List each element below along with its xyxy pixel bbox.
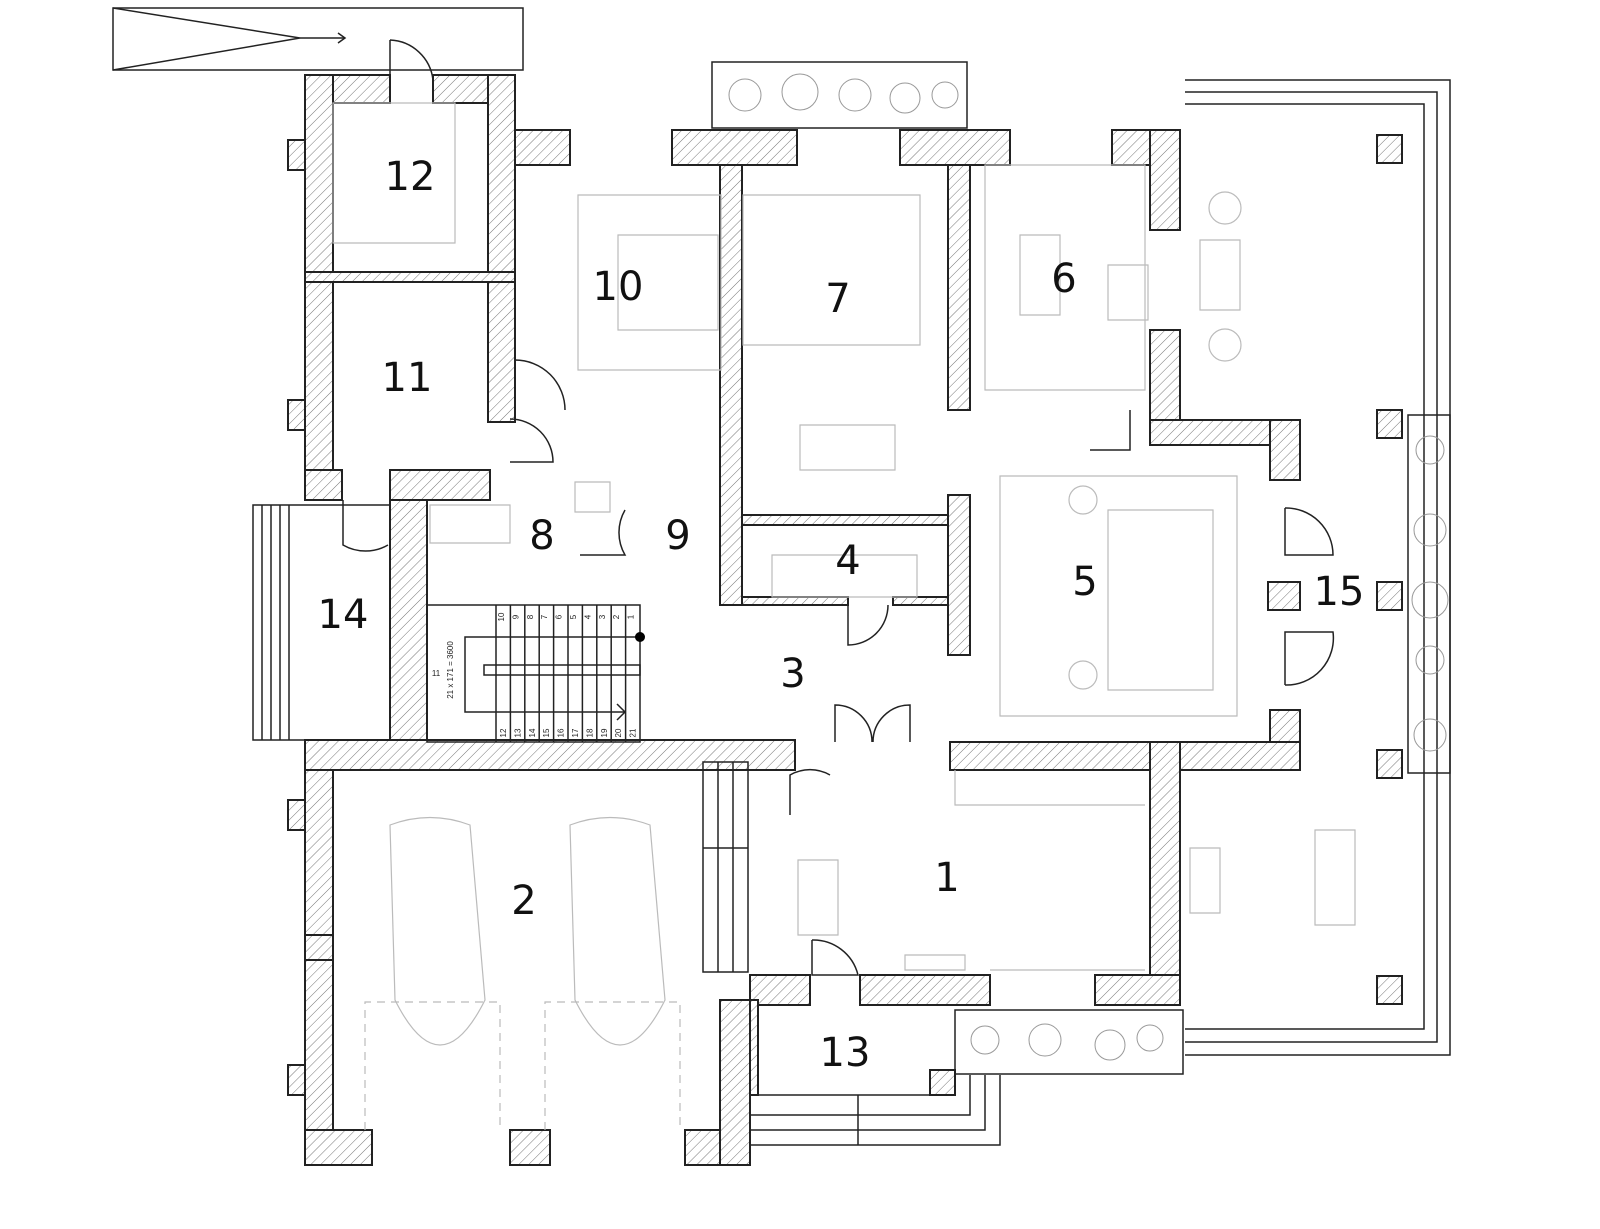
room-label-3: 3 [780,651,805,697]
stair-step-number: 15 [542,728,551,737]
stair-step-number: 17 [571,728,580,737]
room-label-11: 11 [382,355,433,401]
wall-segment [949,741,1301,771]
stair-step-number: 3 [598,614,607,619]
wall-segment [749,974,811,1006]
wall-segment [487,281,516,423]
planter-bottom [954,1009,1184,1075]
room-label-2: 2 [511,878,536,924]
stair-step-number: 10 [497,612,506,621]
stair-step-number: 2 [612,614,621,619]
entrance-steps [750,1075,1001,1146]
stair-step-number: 21 [629,728,638,737]
wall-segment [741,596,849,606]
wall-segment [304,934,334,961]
stair-step-number: 9 [511,614,520,619]
terrace [1185,79,1451,1056]
room-label-13: 13 [820,1030,871,1076]
wall-segment [899,129,1011,166]
wall-segment [1376,409,1403,439]
wall-segment [1094,974,1181,1006]
wall-segment [304,74,334,501]
stair-step-number: 13 [513,728,522,737]
wall-segment [719,999,751,1166]
wall-segment [487,74,516,276]
garage-stairs [702,761,749,973]
wall-segment [859,974,991,1006]
wall-segment [892,596,949,606]
wall-segment [1376,134,1403,164]
room-label-10: 10 [593,264,644,310]
wall-segment [671,129,798,166]
wall-segment [304,271,516,283]
room-label-9: 9 [665,513,690,559]
stair-step-number: 14 [528,728,537,737]
wall-segment [304,739,796,771]
wall-segment [287,399,306,431]
room-label-12: 12 [385,154,436,200]
wall-segment [287,1064,306,1096]
stair-step-number: 5 [569,614,578,619]
room-label-15: 15 [1314,569,1365,615]
room-label-14: 14 [318,592,369,638]
wall-segment [1149,129,1181,231]
wall-segment [1269,419,1301,481]
wall-segment [749,999,759,1096]
wall-segment [1376,749,1403,779]
wall-segment [947,494,971,656]
planter-top [711,61,968,129]
wall-segment [1149,741,1181,1006]
room-label-7: 7 [825,276,850,322]
main-staircase: 21 x 171 = 3600 11 101291381471561651741… [426,604,645,743]
stair-landing-step: 11 [432,669,441,678]
wall-segment [1376,581,1403,611]
wall-segment [947,164,971,411]
stair-step-number: 16 [557,728,566,737]
porch-steps [252,504,391,741]
stair-step-number: 4 [583,614,592,619]
wall-segment [304,769,334,1166]
stair-step-number: 12 [499,728,508,737]
wall-segment [929,1069,956,1096]
room-label-5: 5 [1072,559,1097,605]
wall-segment [304,469,343,501]
wall-segment [287,799,306,831]
stair-step-number: 6 [555,614,564,619]
stair-step-number: 8 [526,614,535,619]
wall-segment [1267,581,1301,611]
room-label-8: 8 [529,513,554,559]
wall-segment [389,469,491,501]
stair-step-number: 7 [540,614,549,619]
wall-segment [741,514,949,526]
furniture [332,102,1356,1130]
doors[interactable] [342,359,1335,976]
wall-segment [509,1129,551,1166]
room-label-6: 6 [1051,256,1076,302]
wall-segment [304,1129,373,1166]
wall-segment [1376,975,1403,1005]
stair-step-number: 18 [585,728,594,737]
room-label-1: 1 [934,855,959,901]
wall-segment [514,129,571,166]
wall-segment [719,164,743,606]
stair-step-number: 1 [627,614,636,619]
stair-dimension: 21 x 171 = 3600 [446,641,455,699]
room-label-4: 4 [835,538,860,584]
wall-segment [287,139,306,171]
wall-segment [389,499,428,741]
stair-step-number: 20 [614,728,623,737]
stair-step-number: 19 [600,728,609,737]
